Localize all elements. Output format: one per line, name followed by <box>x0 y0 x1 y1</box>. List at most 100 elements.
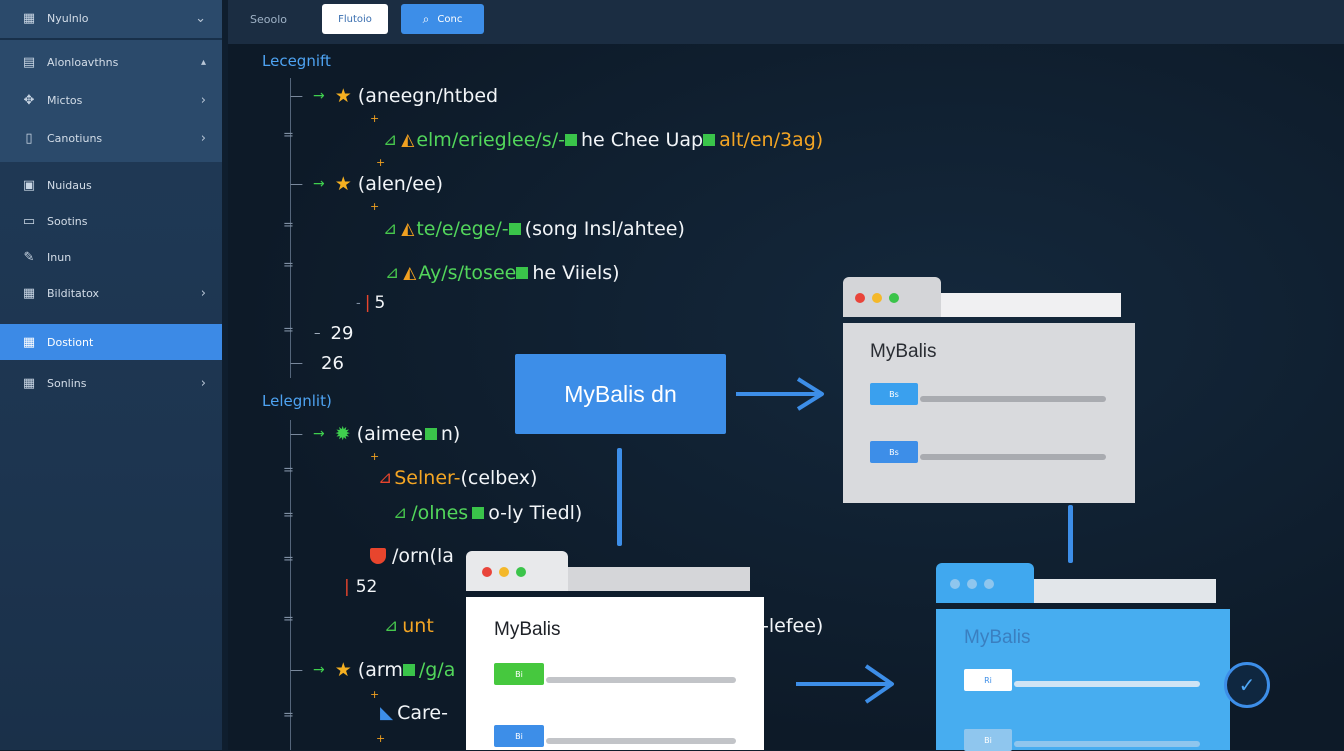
tree-row[interactable]: — → ★ (alen/ee) <box>290 173 444 195</box>
tree-row[interactable]: ⊿ unt <box>384 615 434 637</box>
tree-row[interactable]: — → ✹ (aimee n) <box>290 423 461 445</box>
search-button-label: Conc <box>437 13 463 25</box>
tree-row[interactable]: ⊿ /olnes o-ly Tiedl) <box>393 502 583 524</box>
folder-window-2[interactable]: MyBalis Bi Bi <box>466 551 764 750</box>
folder-tab-strip <box>1034 579 1216 603</box>
android-icon <box>564 134 577 146</box>
folder-tab-strip <box>941 293 1121 317</box>
plus-icon: + <box>370 112 380 125</box>
tree-guide-line <box>290 420 291 750</box>
tree-row[interactable]: ⊿ Selner- (celbex) <box>378 467 538 489</box>
sidebar-top-group <box>0 0 222 162</box>
tree-row[interactable]: /orn(la <box>370 545 454 567</box>
tree-row[interactable]: ⊿ ◭ te/e/ege/- (song Insl/ahtee) <box>383 218 685 240</box>
flag-icon: ⊿ <box>383 130 398 150</box>
branch-dash: — <box>290 88 303 104</box>
plus-icon: + <box>370 688 380 701</box>
marker-icon: | <box>364 293 371 313</box>
grid-icon: ▤ <box>22 54 36 70</box>
search-button[interactable]: ⌕ Conc <box>401 4 484 34</box>
sidebar-item-3[interactable]: ✥ Mictos › <box>0 82 222 118</box>
sidebar-item-8[interactable]: ▦ Bilditatox › <box>22 285 206 301</box>
expand-arrow-icon: → <box>313 662 325 678</box>
minimize-dot-icon[interactable] <box>499 567 509 577</box>
tree-row[interactable]: — → ★ (arm /g/a <box>290 659 456 681</box>
sidebar-item-4[interactable]: ▯ Canotiuns › <box>0 120 222 156</box>
marker-icon: | <box>344 577 350 597</box>
android-icon <box>703 134 716 146</box>
sidebar-item-6[interactable]: ▭ Sootins <box>22 213 88 229</box>
folder-title: MyBalis <box>494 619 561 640</box>
tree-row[interactable]: | 52 <box>344 577 378 597</box>
row-track <box>546 677 736 683</box>
chevron-right-icon: › <box>200 92 206 108</box>
flag-icon: ⊿ <box>378 468 393 488</box>
top-bar: Seoolo Flutoio ⌕ Conc <box>228 0 1344 44</box>
table-icon: ▦ <box>22 334 36 350</box>
folder-window-1[interactable]: MyBalis Bs Bs <box>843 277 1135 503</box>
sidebar-item-7[interactable]: ✎ Inun <box>0 239 222 275</box>
branch-dash: - <box>356 295 361 311</box>
android-icon <box>472 507 485 519</box>
tree-tick: = <box>283 218 294 233</box>
tree-row[interactable]: - | 5 <box>356 293 386 313</box>
sidebar-item-2[interactable]: ▤ Alonloavthns ▴ <box>22 54 206 70</box>
sidebar-item-active[interactable]: ▦ Dostiont <box>0 324 222 360</box>
tree-tick: = <box>283 463 294 478</box>
tree-row[interactable]: — 26 <box>290 353 344 374</box>
topbar-label: Seoolo <box>250 13 287 26</box>
warning-icon: ◭ <box>403 263 417 283</box>
expand-arrow-icon: → <box>313 88 325 104</box>
sidebar-item-5[interactable]: ▣ Nuidaus <box>22 177 92 193</box>
tree-tick: = <box>283 258 294 273</box>
maximize-dot-icon[interactable] <box>889 293 899 303</box>
mybatis-box[interactable]: MyBalis dn <box>515 354 726 434</box>
arrow-right-icon <box>736 377 824 411</box>
search-icon: ⌕ <box>422 11 430 26</box>
filter-button[interactable]: Flutoio <box>322 4 388 34</box>
close-dot-icon[interactable] <box>950 579 960 589</box>
shield-icon <box>370 548 386 564</box>
row-pill: Bs <box>870 441 918 463</box>
tree-row[interactable]: – 29 <box>314 323 354 344</box>
folder-title: MyBalis <box>964 627 1031 648</box>
plus-icon: + <box>370 200 380 213</box>
arrow-right-icon <box>796 664 894 704</box>
tree-row[interactable]: ⊿ ◭ Ay/s/tosee he Viiels) <box>385 262 620 284</box>
minimize-dot-icon[interactable] <box>967 579 977 589</box>
tree-row[interactable]: ⊿ ◭ elm/erieglee/s/- he Chee Uap alt/en/… <box>383 129 824 151</box>
star-icon: ★ <box>334 85 352 107</box>
tree-tick: = <box>283 128 294 143</box>
plus-icon: + <box>376 156 386 169</box>
close-dot-icon[interactable] <box>482 567 492 577</box>
chevron-right-icon: › <box>200 130 206 146</box>
sidebar-item-10[interactable]: ▦ Sonlins › <box>22 375 206 391</box>
chevron-right-icon: › <box>200 375 206 391</box>
flag-icon: ⊿ <box>383 219 398 239</box>
database-icon: ▣ <box>22 177 36 193</box>
chevron-right-icon: › <box>200 285 206 301</box>
row-pill: Bi <box>494 725 544 747</box>
tree-row[interactable]: — → ★ (aneegn/htbed <box>290 85 499 107</box>
branch-dash: – <box>314 326 321 341</box>
connector-line <box>1068 505 1073 563</box>
folder-window-3[interactable]: MyBalis Ri Bi <box>936 563 1230 751</box>
checkmark-icon[interactable]: ✓ <box>1224 662 1270 708</box>
document-icon: ▯ <box>25 130 33 146</box>
file-icon: ▭ <box>22 213 36 229</box>
tree-guide-line <box>290 78 291 378</box>
row-track <box>920 396 1106 402</box>
close-dot-icon[interactable] <box>855 293 865 303</box>
flag-icon: ◣ <box>380 703 394 723</box>
maximize-dot-icon[interactable] <box>984 579 994 589</box>
branch-dash: — <box>290 176 303 192</box>
tree-tick: = <box>283 508 294 523</box>
tree-tick: = <box>283 552 294 567</box>
plus-icon: + <box>376 732 386 745</box>
tree-tick: = <box>283 612 294 627</box>
flag-icon: ⊿ <box>393 503 408 523</box>
minimize-dot-icon[interactable] <box>872 293 882 303</box>
tree-row[interactable]: ◣ Care- <box>380 702 448 724</box>
sidebar-item-1[interactable]: ▦ Nyulnlo ⌄ <box>22 10 206 26</box>
maximize-dot-icon[interactable] <box>516 567 526 577</box>
